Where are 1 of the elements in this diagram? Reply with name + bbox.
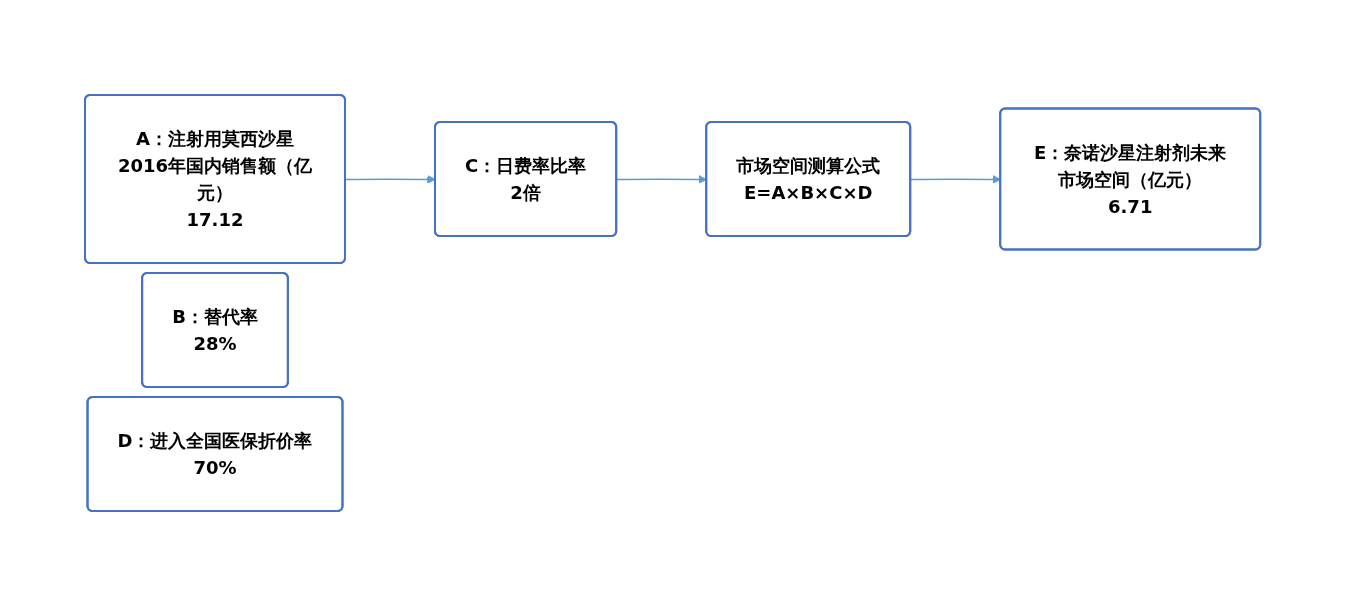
node-text: A：注射用莫西沙星2016年国内销售额（亿元） 17.12 [118,127,313,230]
